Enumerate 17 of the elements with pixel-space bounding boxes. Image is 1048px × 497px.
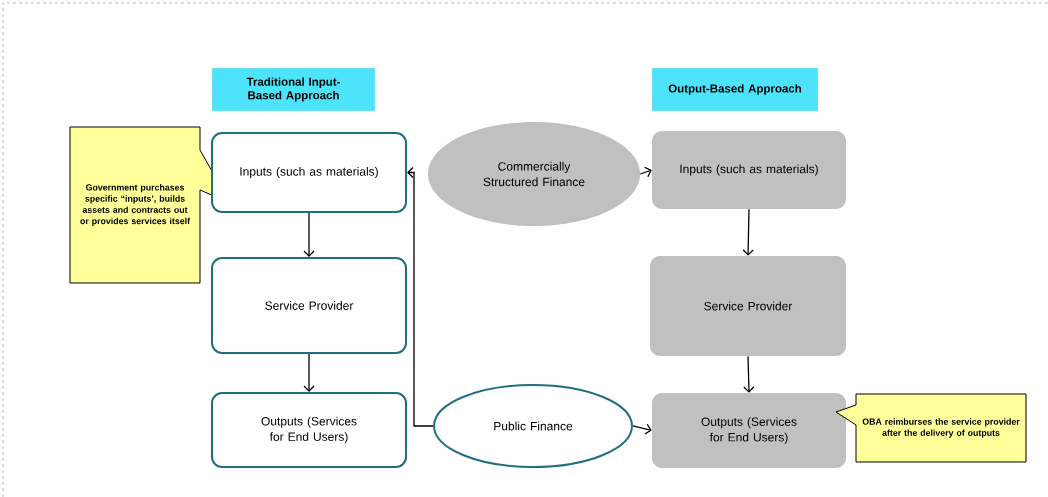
arrow (743, 355, 755, 393)
arrow (303, 353, 315, 392)
header-box: Traditional Input-Based Approach (211, 67, 376, 112)
process-box: Service Provider (650, 256, 846, 356)
callout-box: Government purchases specific “inputs’, builds assets and contracts out or provides services itself (69, 126, 231, 284)
arrow (639, 166, 652, 178)
arrow (742, 208, 754, 256)
header-box: Output-Based Approach (651, 67, 819, 112)
process-box: Service Provider (211, 257, 407, 354)
arrow (632, 423, 652, 435)
callout-box: OBA reimburses the service provider after the delivery of outputs (835, 393, 1027, 463)
arrow (303, 212, 315, 257)
process-box: Inputs (such as materials) (211, 132, 407, 213)
arrow (407, 166, 434, 427)
process-box: Outputs (Services for End Users) (211, 392, 407, 468)
process-box: Inputs (such as materials) (652, 131, 846, 209)
process-box: Outputs (Services for End Users) (652, 393, 846, 468)
